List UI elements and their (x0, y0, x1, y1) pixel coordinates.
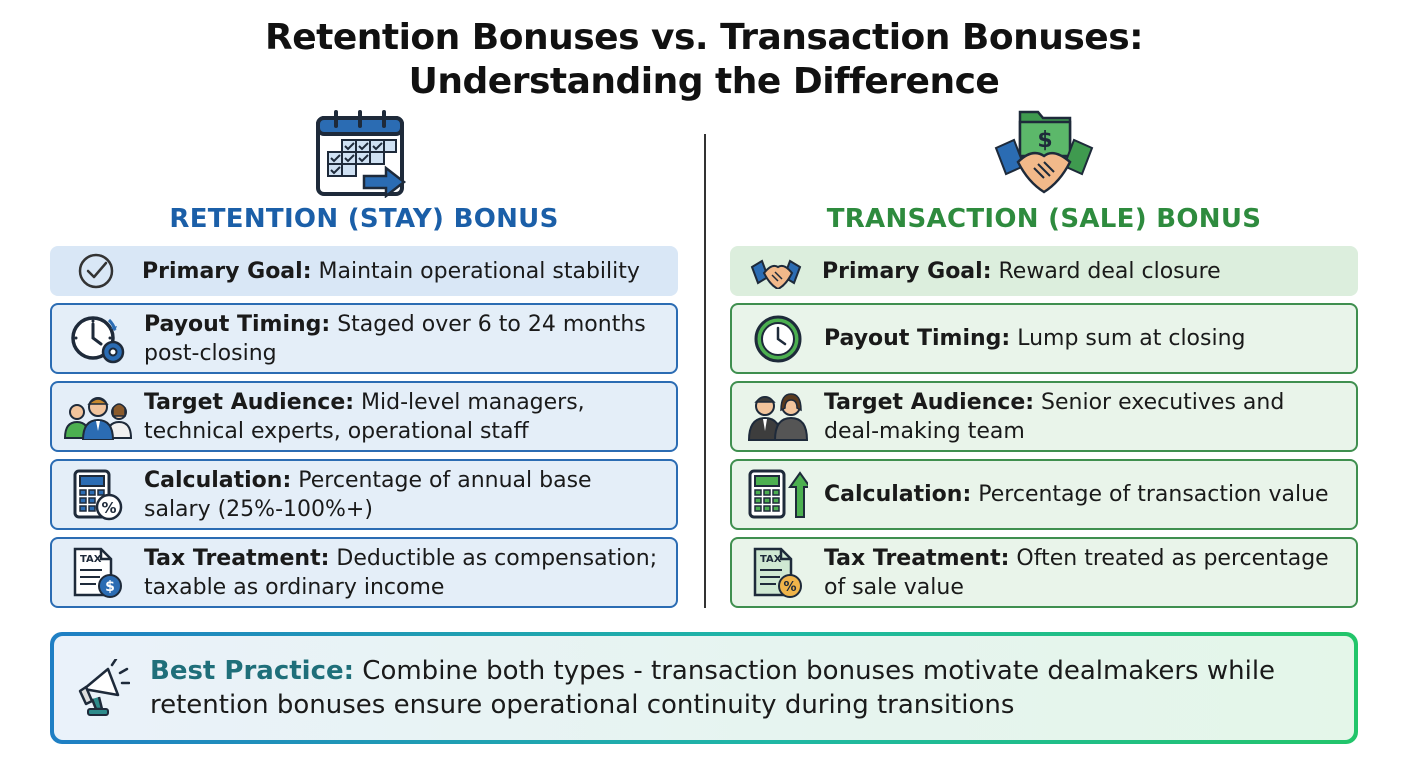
transaction-row-target-audience: Target Audience: Senior executives and d… (730, 381, 1358, 452)
check-circle-icon (50, 251, 142, 291)
svg-text:%: % (783, 580, 796, 595)
retention-row-payout-timing: Payout Timing: Staged over 6 to 24 month… (50, 303, 678, 374)
clock-gear-icon (52, 312, 144, 366)
team-group-icon (52, 394, 144, 440)
row-value: Mid-level managers, technical experts, o… (144, 389, 585, 444)
row-value: Often treated as percentage of sale valu… (824, 545, 1329, 600)
handshake-money-folder-icon: $ (994, 106, 1094, 204)
row-label: Tax Treatment: (144, 545, 330, 571)
transaction-row-tax-treatment: TAX % Tax Treatment: Often treated as pe… (730, 537, 1358, 608)
retention-row-calculation: % Calculation: Percentage of annual base… (50, 459, 678, 530)
svg-text:TAX: TAX (80, 554, 102, 565)
transaction-row-primary-goal: Primary Goal: Reward deal closure (730, 246, 1358, 296)
title-line-1: Retention Bonuses vs. Transaction Bonuse… (264, 17, 1144, 58)
best-practice-box: Best Practice: Combine both types - tran… (50, 632, 1358, 744)
row-label: Tax Treatment: (824, 545, 1010, 571)
best-practice-body: Combine both types - transaction bonuses… (150, 656, 1276, 720)
row-label: Calculation: (144, 467, 292, 493)
svg-text:%: % (101, 499, 116, 517)
column-divider (704, 134, 706, 608)
row-value: Maintain operational stability (318, 258, 640, 284)
row-value: Reward deal closure (998, 258, 1221, 284)
retention-heading: RETENTION (STAY) BONUS (169, 204, 559, 234)
retention-row-target-audience: Target Audience: Mid-level managers, tec… (50, 381, 678, 452)
clock-icon (732, 313, 824, 365)
svg-text:TAX: TAX (760, 554, 782, 565)
row-label: Target Audience: (144, 389, 355, 415)
best-practice-label: Best Practice: (150, 656, 355, 686)
tax-document-dollar-icon: TAX $ (52, 546, 144, 600)
executives-icon (732, 392, 824, 442)
transaction-row-calculation: Calculation: Percentage of transaction v… (730, 459, 1358, 530)
calculator-percent-icon: % (52, 469, 144, 521)
retention-row-primary-goal: Primary Goal: Maintain operational stabi… (50, 246, 678, 296)
row-label: Payout Timing: (144, 311, 331, 337)
tax-document-percent-icon: TAX % (732, 546, 824, 600)
row-value: Senior executives and deal-making team (824, 389, 1285, 444)
row-label: Primary Goal: (142, 258, 312, 284)
retention-row-tax-treatment: TAX $ Tax Treatment: Deductible as compe… (50, 537, 678, 608)
row-label: Payout Timing: (824, 326, 1011, 351)
row-value: Percentage of annual base salary (25%-10… (144, 467, 592, 522)
calendar-checklist-arrow-icon (314, 110, 414, 202)
row-label: Calculation: (824, 482, 972, 507)
calculator-arrow-up-icon (732, 469, 824, 521)
row-value: Staged over 6 to 24 months post-closing (144, 311, 646, 366)
transaction-heading: TRANSACTION (SALE) BONUS (826, 204, 1262, 234)
best-practice-text: Best Practice: Combine both types - tran… (150, 654, 1354, 722)
megaphone-icon (54, 659, 150, 717)
row-label: Target Audience: (824, 389, 1035, 415)
svg-text:$: $ (105, 579, 115, 595)
title-line-2: Understanding the Difference (408, 61, 1000, 102)
row-label: Primary Goal: (822, 258, 992, 284)
row-value: Deductible as compensation; taxable as o… (144, 545, 658, 600)
row-value: Lump sum at closing (1017, 326, 1246, 351)
transaction-row-payout-timing: Payout Timing: Lump sum at closing (730, 303, 1358, 374)
row-value: Percentage of transaction value (978, 482, 1329, 507)
handshake-icon (730, 253, 822, 289)
page-title: Retention Bonuses vs. Transaction Bonuse… (0, 16, 1408, 104)
svg-text:$: $ (1037, 128, 1052, 153)
